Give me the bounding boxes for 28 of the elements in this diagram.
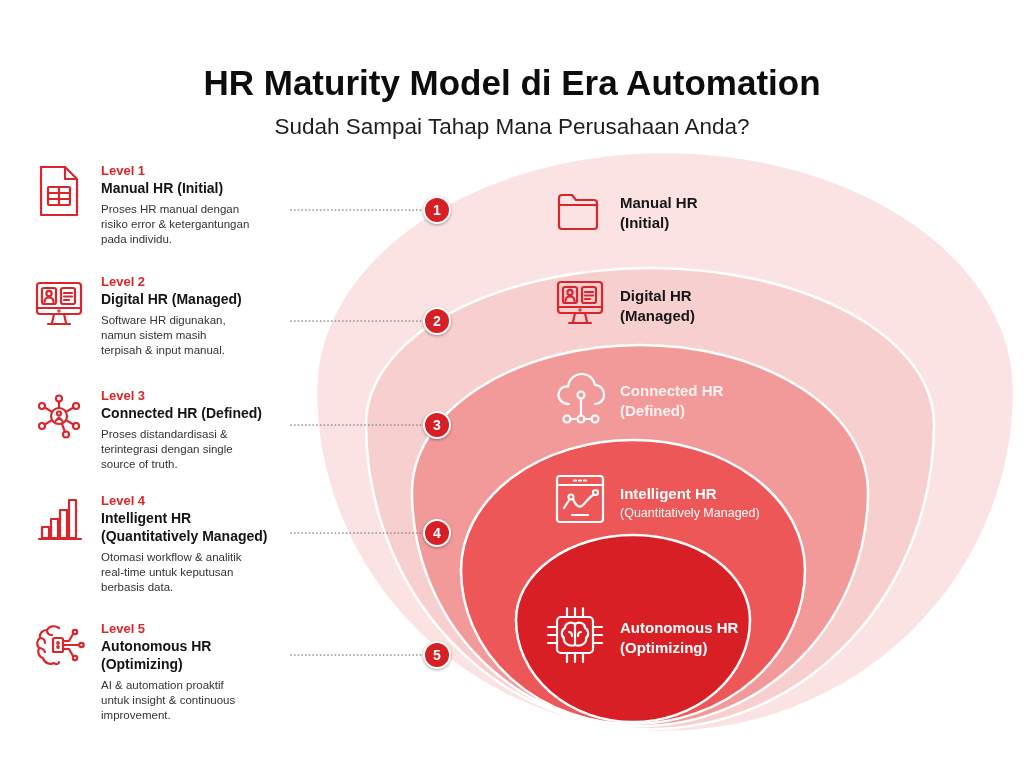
level-label: Level 4 — [101, 492, 146, 509]
level-description: AI & automation proaktif untuk insight & continuous improvement. — [101, 678, 237, 723]
leader-line — [290, 320, 424, 322]
level-description: Proses distandardisasi & terintegrasi dengan single source of truth. — [101, 427, 234, 472]
level-title: Digital HR (Managed) — [101, 290, 242, 308]
title: HR Maturity Model di Era Automation — [203, 62, 821, 104]
level-description: Otomasi workflow & analitik real-time untuk keputusan berbasis data. — [101, 550, 243, 595]
level-name: Connected HR (Defined) — [620, 381, 725, 421]
level-qualifier: (Quantitatively Managed) — [620, 505, 760, 522]
level-name: Autonomous HR (Optimizing) — [620, 618, 740, 658]
subtitle: Sudah Sampai Tahap Mana Perusahaan Anda? — [274, 113, 750, 141]
level-title: Manual HR (Initial) — [101, 179, 224, 197]
level-description: Proses HR manual dengan risiko error & ketergantungan pada individu. — [101, 202, 251, 247]
leader-line — [290, 424, 424, 426]
level-description: Software HR digunakan, namun sistem masih terpisah & input manual. — [101, 313, 227, 358]
leader-line — [290, 532, 424, 534]
leader-line — [290, 654, 424, 656]
level-label: Level 1 — [101, 162, 146, 179]
level-label: Level 3 — [101, 387, 146, 404]
level-label: Level 5 — [101, 620, 146, 637]
level-name: Manual HR (Initial) — [620, 193, 699, 233]
level-title: Autonomous HR (Optimizing) — [101, 637, 213, 673]
leader-line — [290, 209, 424, 211]
level-name: Digital HR (Managed) — [620, 286, 696, 326]
level-title: Intelligent HR (Quantitatively Managed) — [101, 509, 269, 545]
level-title: Connected HR (Defined) — [101, 404, 262, 422]
level-name: Intelligent HR — [620, 484, 717, 504]
level-label: Level 2 — [101, 273, 146, 290]
